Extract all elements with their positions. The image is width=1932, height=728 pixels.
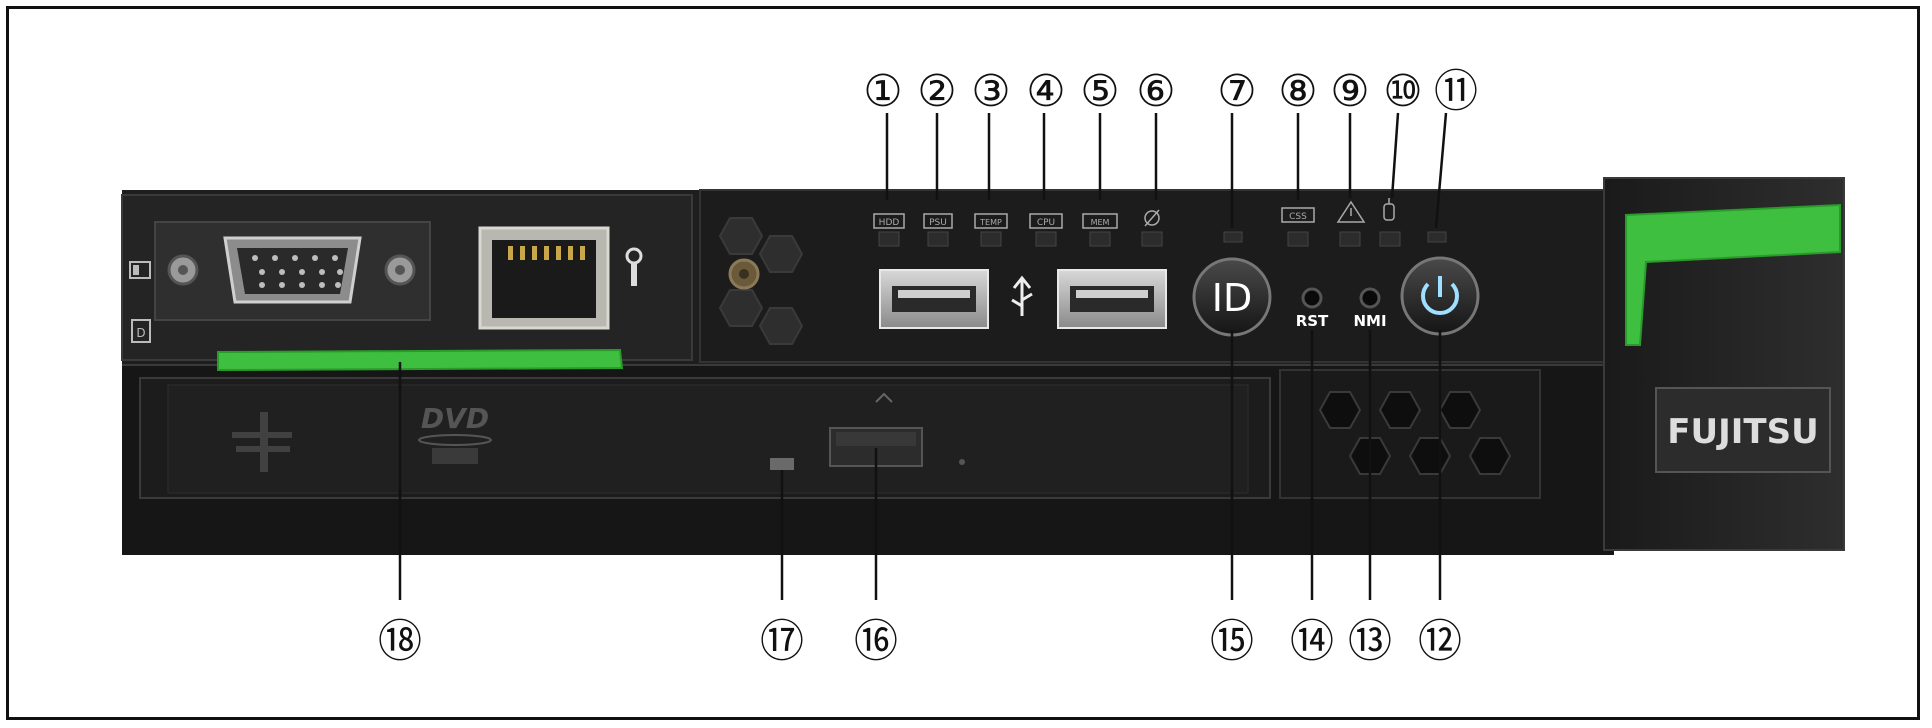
callout-2: ② bbox=[917, 66, 956, 117]
psu-label: PSU bbox=[929, 218, 947, 228]
svg-text:D: D bbox=[136, 326, 145, 340]
nmi-label: NMI bbox=[1353, 312, 1386, 330]
eject-arrow-icon bbox=[875, 392, 893, 403]
id-tag-icon: D bbox=[131, 319, 151, 343]
callout-1: ① bbox=[863, 66, 902, 117]
id-button-label: ID bbox=[1212, 276, 1252, 320]
callouts-top: ① ② ③ ④ ⑤ ⑥ ⑦ ⑧ ⑨ ⑩ ⑪ bbox=[863, 66, 1478, 117]
callouts-bottom: ⑱ ⑰ ⑯ ⑮ ⑭ ⑬ ⑫ bbox=[378, 616, 1462, 667]
id-button[interactable]: ID bbox=[1192, 257, 1272, 337]
brand-logo: FUJITSU bbox=[1667, 412, 1818, 452]
callout-13: ⑬ bbox=[1348, 616, 1392, 667]
usb-icon bbox=[1011, 275, 1033, 316]
power-led bbox=[1427, 231, 1447, 243]
usb-port-1[interactable] bbox=[879, 269, 989, 329]
css-label: CSS bbox=[1289, 212, 1307, 222]
callout-3: ③ bbox=[971, 66, 1010, 117]
power-cord-led-label bbox=[1379, 198, 1401, 247]
callout-leaders-bottom bbox=[398, 330, 1442, 600]
nmi-button[interactable] bbox=[1359, 287, 1381, 309]
dvd-activity-led bbox=[770, 458, 794, 470]
callout-16: ⑯ bbox=[854, 616, 898, 667]
status-leds: HDD PSU TEMP CPU MEM bbox=[873, 198, 1447, 247]
power-plug-icon bbox=[1383, 198, 1395, 221]
rack-ear: FUJITSU bbox=[1603, 177, 1845, 551]
warning-triangle-icon bbox=[1336, 200, 1366, 223]
callout-12: ⑫ bbox=[1418, 616, 1462, 667]
callout-10: ⑩ bbox=[1383, 66, 1422, 117]
hdd-led-label: HDD bbox=[873, 213, 905, 247]
wrench-icon bbox=[625, 247, 643, 286]
callout-5: ⑤ bbox=[1080, 66, 1119, 117]
reset-button[interactable] bbox=[1301, 287, 1323, 309]
css-led-label: CSS bbox=[1281, 207, 1315, 247]
rack-ear-green-latch[interactable] bbox=[1625, 203, 1841, 346]
super-multi-logo bbox=[232, 412, 292, 472]
psu-led-label: PSU bbox=[923, 213, 953, 247]
vga-port[interactable] bbox=[167, 236, 416, 304]
callout-17: ⑰ bbox=[760, 616, 804, 667]
usb-port-2[interactable] bbox=[1057, 269, 1167, 329]
green-pull-tab[interactable] bbox=[217, 348, 624, 372]
callout-18: ⑱ bbox=[378, 616, 422, 667]
fan-icon bbox=[1144, 209, 1160, 227]
warning-led-label bbox=[1336, 200, 1366, 247]
dvd-drive: DVD bbox=[139, 377, 1271, 499]
management-lan-port[interactable] bbox=[478, 226, 610, 330]
hdd-label: HDD bbox=[879, 218, 900, 228]
callout-leaders-top bbox=[885, 112, 1448, 229]
cpu-led-label: CPU bbox=[1029, 213, 1063, 247]
temp-led-label: TEMP bbox=[974, 213, 1008, 247]
callout-9: ⑨ bbox=[1330, 66, 1369, 117]
fan-led-label bbox=[1141, 209, 1163, 247]
callout-6: ⑥ bbox=[1136, 66, 1175, 117]
dvd-logo: DVD bbox=[421, 402, 489, 435]
callout-15: ⑮ bbox=[1210, 616, 1254, 667]
callout-4: ④ bbox=[1026, 66, 1065, 117]
mem-label: MEM bbox=[1091, 218, 1110, 227]
temp-label: TEMP bbox=[979, 218, 1002, 227]
id-led bbox=[1223, 231, 1243, 243]
drive-bay-vent bbox=[1279, 369, 1541, 499]
rst-label: RST bbox=[1296, 312, 1329, 330]
mem-led-label: MEM bbox=[1082, 213, 1118, 247]
cpu-label: CPU bbox=[1037, 218, 1055, 228]
power-icon bbox=[1421, 276, 1459, 316]
callout-7: ⑦ bbox=[1217, 66, 1256, 117]
emergency-eject-hole[interactable] bbox=[959, 459, 965, 465]
power-button[interactable] bbox=[1400, 256, 1480, 336]
callout-11: ⑪ bbox=[1434, 66, 1478, 117]
callout-14: ⑭ bbox=[1290, 616, 1334, 667]
callout-8: ⑧ bbox=[1278, 66, 1317, 117]
monitor-icon bbox=[129, 261, 151, 279]
